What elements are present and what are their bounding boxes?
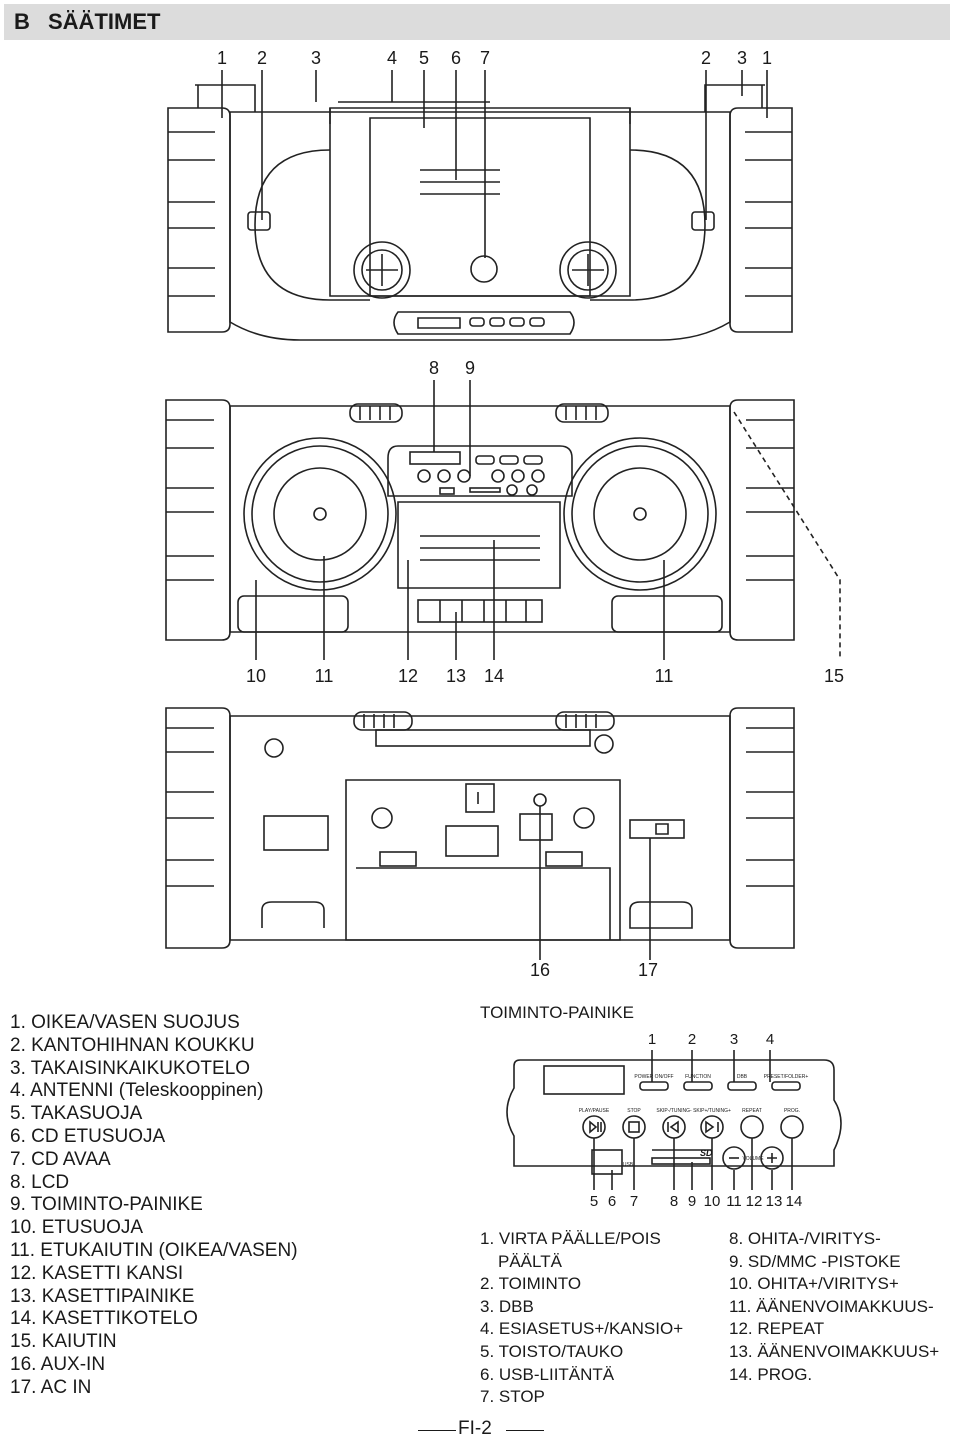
callout-top-1: 1 xyxy=(217,48,227,68)
function-item: 12. REPEAT xyxy=(729,1319,825,1339)
function-item: 4. ESIASETUS+/KANSIO+ xyxy=(480,1319,684,1339)
function-item: 6. USB-LIITÄNTÄ xyxy=(480,1364,615,1384)
legend-item: 1. OIKEA/VASEN SUOJUS xyxy=(10,1012,240,1033)
callout-top-8: 2 xyxy=(701,48,711,68)
callout-front-bottom-3: 12 xyxy=(398,666,418,686)
panel-bottom-number: 10 xyxy=(704,1193,721,1210)
callout-front-top-2: 9 xyxy=(465,358,475,378)
function-list-right: 8. OHITA-/VIRITYS- 9. SD/MMC -PISTOKE 10… xyxy=(729,1228,959,1386)
panel-usb-label: USB xyxy=(623,1162,634,1168)
panel-top-number: 4 xyxy=(766,1031,774,1048)
function-item: 13. ÄÄNENVOIMAKKUUS+ xyxy=(729,1341,940,1361)
panel-bottom-number: 5 xyxy=(590,1193,598,1210)
legend-item: 7. CD AVAA xyxy=(10,1148,111,1170)
panel-button-label: STOP xyxy=(627,1108,641,1114)
top-view xyxy=(167,70,793,341)
legend-item: 4. ANTENNI (Teleskooppinen) xyxy=(10,1080,264,1102)
panel-button-label: REPEAT xyxy=(742,1108,762,1114)
panel-bottom-number: 7 xyxy=(630,1193,638,1210)
function-item: 5. TOISTO/TAUKO xyxy=(480,1341,624,1361)
callout-front-bottom-1: 10 xyxy=(246,666,266,686)
panel-bottom-number: 11 xyxy=(726,1193,742,1210)
panel-top-label: DBB xyxy=(737,1074,748,1080)
legend-item: 3. TAKAISINKAIKUKOTELO xyxy=(10,1057,251,1079)
panel-button-label: SKIP+/TUNING+ xyxy=(693,1108,731,1114)
section-header: B SÄÄTIMET xyxy=(4,4,950,40)
function-item: 7. STOP xyxy=(480,1387,545,1407)
page-footer: FI-2 xyxy=(0,1418,960,1439)
parts-legend: 1. OIKEA/VASEN SUOJUS 2. KANTOHIHNAN KOU… xyxy=(10,1012,430,1400)
legend-item: 17. AC IN xyxy=(10,1376,92,1398)
callout-top-9: 3 xyxy=(737,48,747,68)
function-item: 1. VIRTA PÄÄLLE/POIS xyxy=(480,1229,661,1248)
callout-back-2: 17 xyxy=(638,960,658,980)
panel-title: TOIMINTO-PAINIKE xyxy=(480,1003,634,1022)
panel-button-label: PLAY/PAUSE xyxy=(579,1108,610,1114)
callout-top-6: 6 xyxy=(451,48,461,68)
legend-item: 9. TOIMINTO-PAINIKE xyxy=(10,1194,203,1216)
panel-volume-label: VOLUME xyxy=(742,1156,764,1162)
callout-front-bottom-2: 11 xyxy=(315,666,334,686)
callout-front-top-1: 8 xyxy=(429,358,439,378)
callout-front-bottom-5: 14 xyxy=(484,666,504,686)
panel-bottom-number: 13 xyxy=(766,1193,783,1210)
legend-item: 11. ETUKAIUTIN (OIKEA/VASEN) xyxy=(10,1239,298,1261)
function-item: PÄÄLTÄ xyxy=(498,1251,562,1271)
callout-top-2: 2 xyxy=(257,48,267,68)
function-item: 2. TOIMINTO xyxy=(480,1274,582,1294)
panel-top-number: 2 xyxy=(688,1031,696,1048)
callout-top-3: 3 xyxy=(311,48,321,68)
panel-top-number: 3 xyxy=(730,1031,738,1048)
panel-bottom-number: 6 xyxy=(608,1193,616,1210)
callout-front-bottom-7: 15 xyxy=(824,666,844,686)
callout-front-bottom-6: 11 xyxy=(655,666,674,686)
function-item: 9. SD/MMC -PISTOKE xyxy=(729,1251,901,1271)
function-item: 10. OHITA+/VIRITYS+ xyxy=(729,1274,899,1294)
function-list-left: 1. VIRTA PÄÄLLE/POIS PÄÄLTÄ 2. TOIMINTO … xyxy=(480,1228,730,1409)
legend-item: 16. AUX-IN xyxy=(10,1353,106,1375)
panel-top-label: PRESET/FOLDER+ xyxy=(764,1074,809,1080)
callout-top-10: 1 xyxy=(762,48,772,68)
legend-item: 15. KAIUTIN xyxy=(10,1331,117,1353)
function-item: 3. DBB xyxy=(480,1296,534,1316)
function-item: 11. ÄÄNENVOIMAKKUUS- xyxy=(729,1296,934,1316)
front-view xyxy=(165,380,841,660)
callout-numbers: 1 2 3 4 5 6 7 2 3 1 8 9 10 11 12 13 14 1… xyxy=(217,48,844,980)
legend-item: 5. TAKASUOJA xyxy=(10,1103,143,1125)
back-view xyxy=(165,707,795,960)
legend-item: 12. KASETTI KANSI xyxy=(10,1262,184,1284)
page-number: FI-2 xyxy=(458,1418,492,1439)
panel-labels: 1 2 3 4 POWER ON/OFF FUNCTION DBB PRESET… xyxy=(579,1031,809,1210)
legend-item: 6. CD ETUSUOJA xyxy=(10,1125,166,1147)
footer-dash xyxy=(418,1430,456,1431)
callout-back-1: 16 xyxy=(530,960,550,980)
panel-bottom-number: 8 xyxy=(670,1193,678,1210)
panel-top-label: POWER ON/OFF xyxy=(634,1074,673,1080)
panel-bottom-number: 9 xyxy=(688,1193,696,1210)
callout-top-4: 4 xyxy=(387,48,397,68)
control-panel-detail xyxy=(506,1050,842,1190)
legend-item: 13. KASETTIPAINIKE xyxy=(10,1285,195,1307)
section-letter: B xyxy=(14,9,30,34)
panel-sd-label: SD xyxy=(700,1148,713,1158)
callout-top-7: 7 xyxy=(480,48,490,68)
panel-button-label: PROG. xyxy=(784,1108,800,1114)
footer-dash xyxy=(506,1430,544,1431)
function-item: 8. OHITA-/VIRITYS- xyxy=(729,1229,881,1248)
panel-bottom-number: 12 xyxy=(746,1193,763,1210)
section-title: SÄÄTIMET xyxy=(48,9,161,34)
callout-front-bottom-4: 13 xyxy=(446,666,466,686)
panel-bottom-number: 14 xyxy=(786,1193,803,1210)
legend-item: 10. ETUSUOJA xyxy=(10,1217,144,1239)
panel-top-label: FUNCTION xyxy=(685,1074,711,1080)
panel-button-label: SKIP-/TUNING- xyxy=(656,1108,692,1114)
legend-item: 8. LCD xyxy=(10,1171,70,1193)
panel-top-number: 1 xyxy=(648,1031,656,1048)
callout-top-5: 5 xyxy=(419,48,429,68)
legend-item: 14. KASETTIKOTELO xyxy=(10,1308,198,1330)
function-item: 14. PROG. xyxy=(729,1364,813,1384)
legend-item: 2. KANTOHIHNAN KOUKKU xyxy=(10,1034,255,1056)
